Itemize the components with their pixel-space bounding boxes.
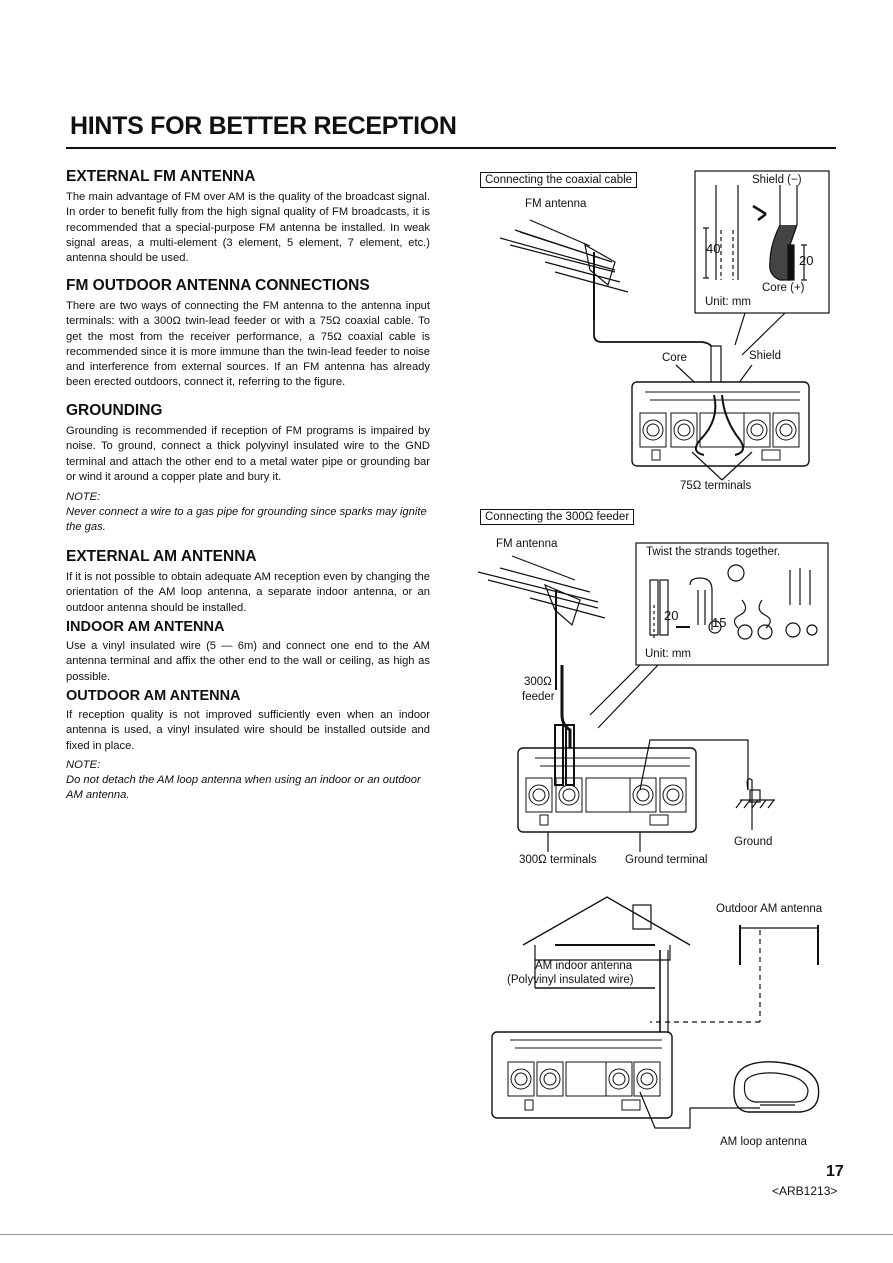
ground-icon [735, 778, 775, 830]
note-label-outdoor-am: NOTE: [66, 759, 101, 771]
page-title: HINTS FOR BETTER RECEPTION [70, 112, 457, 140]
label-shield: Shield [749, 350, 781, 362]
label-fm-antenna-2: FM antenna [496, 538, 558, 550]
label-twist-strands: Twist the strands together. [646, 546, 781, 558]
label-fm-antenna-1: FM antenna [525, 198, 587, 210]
heading-outdoor-am: OUTDOOR AM ANTENNA [66, 688, 241, 704]
heading-external-am: EXTERNAL AM ANTENNA [66, 548, 257, 565]
heading-fm-outdoor: FM OUTDOOR ANTENNA CONNECTIONS [66, 277, 370, 294]
receiver-terminal-panel-1 [639, 391, 800, 461]
label-300-terminals: 300Ω terminals [519, 854, 597, 866]
page-number: 17 [826, 1163, 844, 1180]
fm-antenna-2-icon [477, 555, 606, 690]
label-core-plus: Core (+) [762, 282, 805, 294]
feeder-strands-detail-icon [649, 564, 818, 640]
label-dim-20-feeder: 20 [664, 608, 679, 623]
label-feeder: feeder [522, 691, 555, 703]
label-300-ohm: 300Ω [524, 676, 552, 688]
text-grounding: Grounding is recommended if reception of… [66, 425, 430, 483]
fm-antenna-icon [499, 219, 629, 320]
note-label-grounding: NOTE: [66, 491, 101, 503]
label-unit-mm-1: Unit: mm [705, 296, 751, 308]
label-dim-40: 40 [706, 241, 721, 256]
note-text-grounding: Never connect a wire to a gas pipe for g… [66, 506, 427, 534]
label-connecting-feeder: Connecting the 300Ω feeder [480, 509, 635, 525]
label-dim-20-coax: 20 [799, 253, 814, 268]
bottom-rule [0, 1234, 893, 1235]
coax-cable-detail-icon [703, 185, 807, 281]
label-core: Core [662, 352, 687, 364]
label-dim-15: 15 [712, 615, 727, 630]
am-loop-antenna-icon [733, 1061, 820, 1113]
label-am-indoor-antenna: AM indoor antenna [535, 960, 633, 972]
label-shield-minus: Shield (−) [752, 174, 802, 186]
label-outdoor-am-antenna: Outdoor AM antenna [716, 903, 823, 915]
label-ground-terminal: Ground terminal [625, 854, 708, 866]
text-indoor-am: Use a vinyl insulated wire (5 — 6m) and … [66, 640, 430, 683]
note-text-outdoor-am: Do not detach the AM loop antenna when u… [66, 774, 421, 802]
text-external-fm: The main advantage of FM over AM is the … [66, 191, 430, 265]
receiver-terminal-panel-2 [525, 724, 690, 826]
label-75-terminals: 75Ω terminals [680, 480, 752, 492]
text-fm-outdoor: There are two ways of connecting the FM … [66, 300, 430, 389]
label-am-loop-antenna: AM loop antenna [720, 1136, 807, 1148]
doc-code: <ARB1213> [772, 1184, 838, 1198]
label-connecting-coax: Connecting the coaxial cable [480, 172, 638, 188]
heading-indoor-am: INDOOR AM ANTENNA [66, 619, 225, 635]
receiver-terminal-panel-3 [507, 1039, 662, 1111]
label-unit-mm-2: Unit: mm [645, 648, 691, 660]
title-rule [66, 147, 836, 149]
heading-external-fm: EXTERNAL FM ANTENNA [66, 168, 256, 185]
heading-grounding: GROUNDING [66, 402, 163, 419]
outdoor-am-antenna-icon [650, 925, 819, 1023]
text-outdoor-am: If reception quality is not improved suf… [66, 709, 430, 752]
house-icon [522, 896, 691, 1040]
label-polyvinyl-wire: (Polyvinyl insulated wire) [507, 974, 634, 986]
text-external-am: If it is not possible to obtain adequate… [66, 571, 430, 614]
label-ground: Ground [734, 836, 773, 848]
